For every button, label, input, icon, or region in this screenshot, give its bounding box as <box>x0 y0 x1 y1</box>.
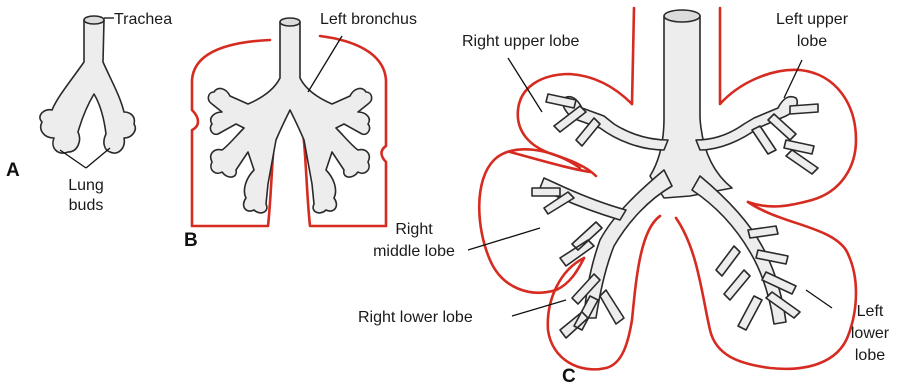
fissure-right-middle <box>510 152 590 172</box>
panel-label-b: B <box>184 230 198 251</box>
left-bronchus-leader <box>308 36 342 92</box>
airway-tree-c <box>532 10 818 338</box>
panel-label-a: A <box>6 160 20 181</box>
label-trachea: Trachea <box>114 11 172 28</box>
trachea-tube-a <box>40 20 135 153</box>
label-right-upper-lobe: Right upper lobe <box>462 33 580 50</box>
label-right-middle-lobe-line1: Right <box>395 221 433 238</box>
label-right-lower-lobe: Right lower lobe <box>358 309 473 326</box>
trachea-opening-b <box>280 18 300 26</box>
label-lung-buds-line2: buds <box>69 197 104 214</box>
lung-buds-leader-right <box>86 148 110 168</box>
right-lower-twigs <box>560 274 624 338</box>
panel-b-early-branching <box>192 18 386 226</box>
panel-a-lung-buds <box>40 16 135 168</box>
right-middle-branch <box>540 178 626 220</box>
panel-c-lobes <box>468 8 856 369</box>
panel-label-c: C <box>562 366 576 387</box>
left-upper-lobe-leader <box>784 60 802 98</box>
left-lower-lobe-leader <box>806 290 832 308</box>
right-lower-lobe-leader <box>512 300 566 316</box>
right-middle-lobe-leader <box>468 228 540 250</box>
label-left-upper-lobe-line2: lobe <box>797 33 827 50</box>
label-left-upper-lobe-line1: Left upper <box>776 11 849 28</box>
trachea-opening-a <box>84 16 104 24</box>
fissure-right-top <box>632 8 634 104</box>
label-right-middle-lobe-line2: middle lobe <box>373 243 455 260</box>
trachea-opening-c <box>664 10 700 22</box>
label-left-lower-lobe-line2: lower <box>851 325 890 342</box>
right-upper-twigs <box>546 94 600 146</box>
airway-tree-b <box>208 22 371 213</box>
right-lower-stem <box>584 170 672 318</box>
right-upper-lobe-leader <box>508 58 542 112</box>
label-left-bronchus: Left bronchus <box>320 11 417 28</box>
label-left-lower-lobe-line1: Left <box>857 303 884 320</box>
lung-buds-leader-left <box>60 150 86 168</box>
label-lung-buds-line1: Lung <box>68 177 104 194</box>
label-left-lower-lobe-line3: lobe <box>855 347 885 364</box>
